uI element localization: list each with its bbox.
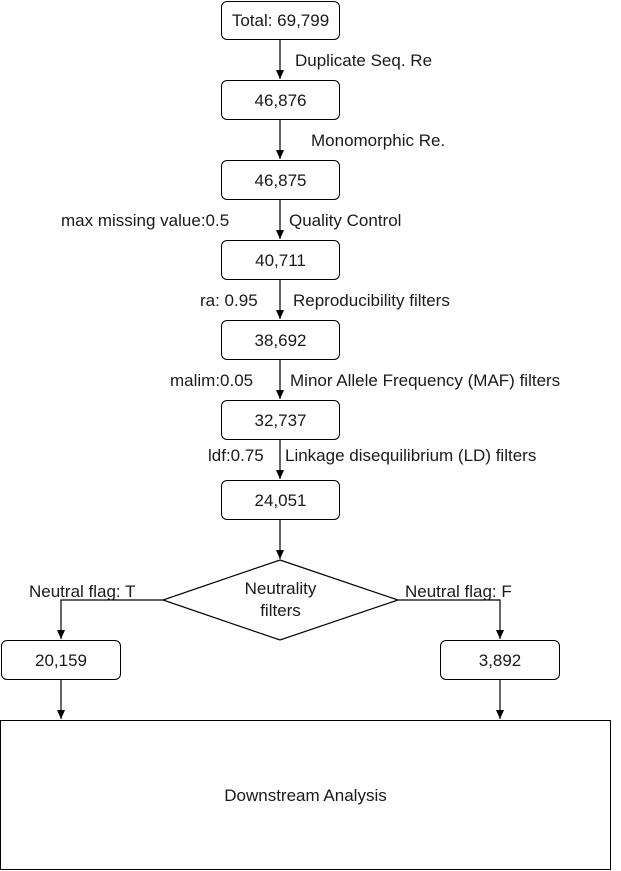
ld-param-label: ldf:0.75 [208,446,264,465]
neutral-false-node: 3,892 [440,640,560,680]
maf-param-label: malim:0.05 [170,371,254,390]
neutrality-decision-diamond [161,559,400,641]
total-node: Total: 69,799 [221,1,340,40]
step-monomorphic-label: Monomorphic Re. [311,131,446,150]
step-duplicate-label: Duplicate Seq. Re [295,51,433,70]
node-32737: 32,737 [221,400,340,440]
neutrality-label-line-2: filters [260,601,301,620]
node-40711: 40,711 [221,240,340,280]
arrow-neutral-false [398,599,504,639]
neutral-true-node: 20,159 [1,640,121,680]
neutrality-label: Neutrality filters [203,577,358,623]
node-38692: 38,692 [221,320,340,360]
step-quality-control-label: Quality Control [289,211,402,230]
downstream-analysis-box: Downstream Analysis [0,720,611,870]
neutral-flag-false-label: Neutral flag: F [405,582,512,601]
neutrality-label-line-1: Neutrality [244,579,317,598]
reproducibility-param-label: ra: 0.95 [200,291,258,310]
step-maf-label: Minor Allele Frequency (MAF) filters [290,371,561,390]
arrow-neutral-true [57,599,163,639]
node-46876: 46,876 [221,80,340,120]
quality-param-label: max missing value:0.5 [61,211,230,230]
node-24051: 24,051 [221,480,340,520]
neutral-flag-true-label: Neutral flag: T [29,582,136,601]
step-ld-label: Linkage disequilibrium (LD) filters [285,446,537,465]
step-reproducibility-label: Reproducibility filters [293,291,450,310]
node-46875: 46,875 [221,160,340,200]
